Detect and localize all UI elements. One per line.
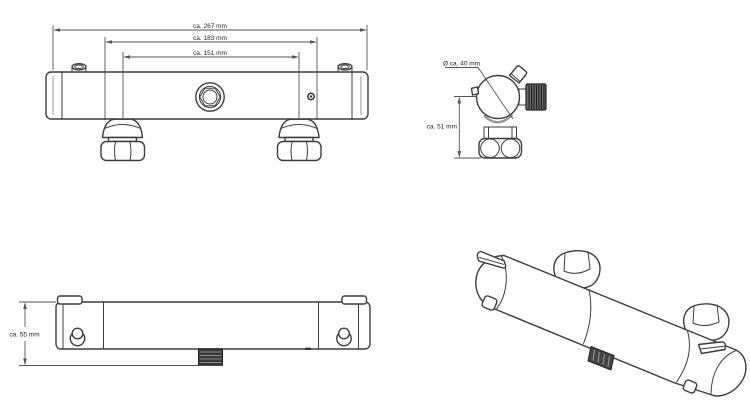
flare-collar	[280, 124, 318, 129]
arrow-right	[360, 28, 367, 32]
flare-collar	[104, 124, 141, 129]
body-seam	[583, 289, 592, 344]
arrow-left	[53, 28, 60, 32]
hex-nut	[276, 140, 322, 162]
arrow-right	[310, 40, 317, 44]
cap-seam-right	[676, 330, 690, 383]
nut-lobe	[480, 138, 500, 159]
indicator-dot	[307, 92, 315, 101]
hex-nut-side	[478, 137, 523, 159]
nut-facet	[114, 141, 116, 161]
knob-left-iso	[481, 295, 498, 311]
end-face-edge	[710, 350, 737, 394]
inlet-nut-1	[553, 249, 601, 290]
shower-outlet-fitting	[195, 82, 225, 112]
side-notch	[470, 86, 480, 96]
nut-facet	[129, 141, 132, 161]
hex-nut	[100, 140, 146, 162]
connector-flare	[101, 118, 144, 139]
threaded-outlet-top	[198, 348, 223, 366]
lever-right-iso	[697, 341, 727, 355]
connector-left	[100, 118, 146, 162]
lever-tab-left	[56, 295, 83, 305]
pin-top-right	[336, 327, 352, 347]
knob-right-iso	[682, 379, 698, 394]
side-view: Ø ca. 40 mm ca. 51 mm	[427, 61, 547, 159]
thread-lines	[199, 351, 222, 363]
bar-silhouette	[475, 254, 747, 397]
dimension-diameter: Ø ca. 40 mm	[443, 61, 514, 120]
arrow-down	[457, 151, 462, 158]
mixer-bar	[45, 71, 369, 120]
connector-right	[276, 118, 322, 162]
dim-label: ca. 55 mm	[9, 332, 39, 339]
nut-facet	[290, 141, 293, 161]
arrow-up	[457, 96, 462, 104]
lever-left-iso	[476, 250, 507, 269]
thread-lines	[528, 85, 545, 109]
pin-top-left	[69, 327, 86, 347]
arrow-left	[123, 55, 130, 59]
bar-body	[45, 71, 369, 120]
arrow-down	[23, 358, 27, 366]
nut-lobe	[500, 138, 521, 159]
dim-label: ca. 151 mm	[193, 50, 227, 57]
dim-label: ca. 183 mm	[193, 35, 227, 42]
hex-socket	[199, 87, 221, 107]
arrow-up	[23, 302, 27, 309]
isometric-view	[475, 249, 747, 397]
front-view: ca. 267 mm ca. 183 mm ca. 151 mm	[45, 23, 369, 162]
top-view: ca. 55 mm	[9, 295, 371, 366]
dim-label: ca. 51 mm	[427, 124, 457, 131]
lever-tab-right	[341, 295, 368, 305]
dim-label: ca. 267 mm	[193, 23, 227, 30]
neck-shadow	[483, 113, 514, 124]
pin-tab-side	[508, 65, 528, 84]
dimension-height: ca. 51 mm	[427, 96, 481, 159]
dimension-outer-width: ca. 267 mm	[52, 23, 368, 70]
dimension-depth: ca. 55 mm	[9, 301, 201, 366]
arrow-left	[105, 40, 112, 44]
arrow-right	[292, 55, 299, 59]
connector-flare	[278, 118, 320, 139]
thread-lines	[592, 349, 610, 367]
dim-label: Ø ca. 40 mm	[443, 61, 480, 68]
threaded-outlet-iso	[587, 345, 615, 371]
nut-facet	[306, 141, 308, 161]
leader-line	[445, 67, 514, 120]
threaded-outlet	[525, 83, 547, 111]
